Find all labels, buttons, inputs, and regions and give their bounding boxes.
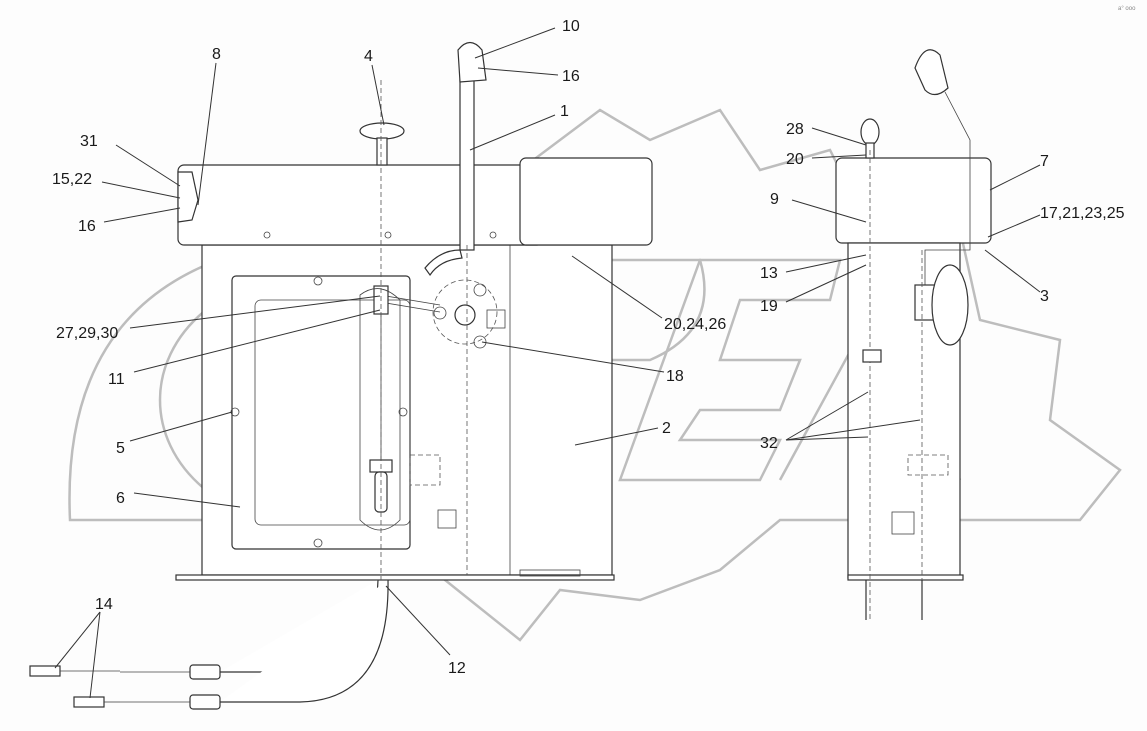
label-14: 14 — [95, 596, 113, 613]
corner-mark: a° ooo — [1118, 6, 1136, 12]
label-12: 12 — [448, 660, 466, 677]
lever — [459, 79, 475, 251]
front-view — [29, 41, 653, 710]
label-16: 16 — [562, 68, 580, 85]
label-8: 8 — [212, 46, 221, 63]
cover-box — [519, 157, 653, 246]
label-1: 1 — [560, 103, 569, 120]
label-2: 2 — [662, 420, 671, 437]
label-31: 31 — [80, 133, 98, 150]
top-cover — [177, 164, 544, 246]
label-18: 18 — [666, 368, 684, 385]
label-19: 19 — [760, 298, 778, 315]
label-16b: 16 — [78, 218, 96, 235]
leader-lines — [54, 27, 1041, 699]
label-7: 7 — [1040, 153, 1049, 170]
label-10: 10 — [562, 18, 580, 35]
label-20-24-26: 20,24,26 — [664, 316, 726, 333]
label-6: 6 — [116, 490, 125, 507]
label-3: 3 — [1040, 288, 1049, 305]
label-13: 13 — [760, 265, 778, 282]
side-view — [835, 49, 992, 620]
label-28: 28 — [786, 121, 804, 138]
side-cover — [835, 157, 992, 244]
knob — [359, 122, 405, 140]
lever-handle — [457, 41, 487, 83]
label-32: 32 — [760, 435, 778, 452]
label-17-21-23-25: 17,21,23,25 — [1040, 205, 1125, 222]
label-11: 11 — [108, 371, 125, 388]
callout-labels: 10 16 4 8 1 31 15,22 16 27,29,30 11 5 6 … — [52, 6, 1136, 677]
label-27-29-30: 27,29,30 — [56, 325, 118, 342]
label-20: 20 — [786, 151, 804, 168]
label-4: 4 — [364, 48, 373, 65]
base-plate — [175, 574, 615, 581]
label-15-22: 15,22 — [52, 171, 92, 188]
label-9: 9 — [770, 191, 779, 208]
label-5: 5 — [116, 440, 125, 457]
